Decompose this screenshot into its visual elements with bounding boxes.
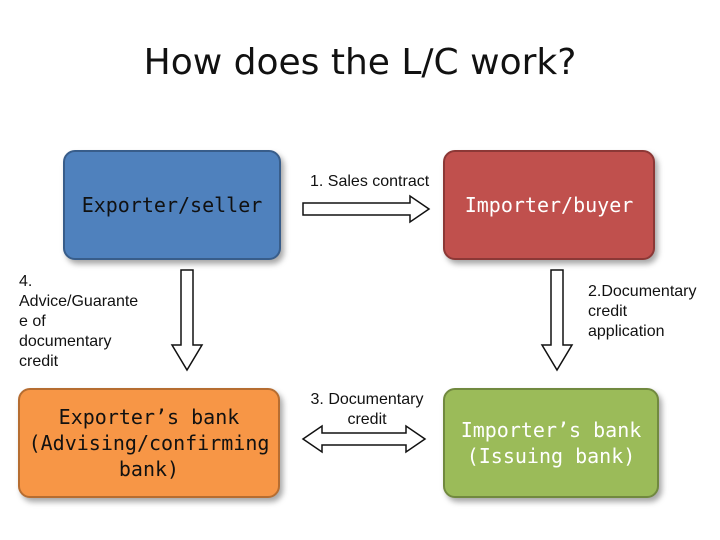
doc-app-line1: 2.Documentary [588, 283, 697, 300]
exporter-seller-label: Exporter/seller [81, 193, 263, 217]
importer-buyer-label: Importer/buyer [464, 193, 634, 217]
application-arrow [540, 269, 574, 372]
importer-bank-box: Importer’s bank (Issuing bank) [443, 388, 659, 498]
documentary-credit-label: 3. Documentary credit [300, 390, 434, 430]
exporter-bank-box: Exporter’s bank (Advising/confirming ban… [18, 388, 280, 498]
doc-credit-line2: credit [347, 411, 387, 428]
doc-app-line3: application [588, 323, 665, 340]
doc-credit-line1: 3. Documentary [310, 391, 424, 408]
exporter-bank-line3: bank) [118, 457, 180, 481]
page-title: How does the L/C work? [143, 42, 577, 83]
importer-bank-line1: Importer’s bank [460, 418, 642, 442]
doc-app-line2: credit [588, 303, 628, 320]
documentary-credit-arrow [301, 424, 427, 454]
exporter-bank-line2: (Advising/confirming [28, 431, 270, 455]
advice-line3: e of [19, 313, 46, 330]
advice-line1: 4. [19, 273, 33, 290]
advice-line5: credit [19, 353, 59, 370]
exporter-bank-line1: Exporter’s bank [58, 405, 240, 429]
exporter-seller-box: Exporter/seller [63, 150, 281, 260]
advice-line4: documentary [19, 333, 112, 350]
advice-line2: Advice/Guarante [19, 293, 139, 310]
credit-application-label: 2.Documentary credit application [588, 282, 718, 342]
sales-contract-label: 1. Sales contract [310, 173, 430, 190]
advice-label: 4. Advice/Guarante e of documentary cred… [19, 272, 169, 372]
sales-contract-arrow [302, 194, 431, 224]
advice-arrow [170, 269, 204, 372]
importer-buyer-box: Importer/buyer [443, 150, 655, 260]
importer-bank-line2: (Issuing bank) [466, 444, 636, 468]
